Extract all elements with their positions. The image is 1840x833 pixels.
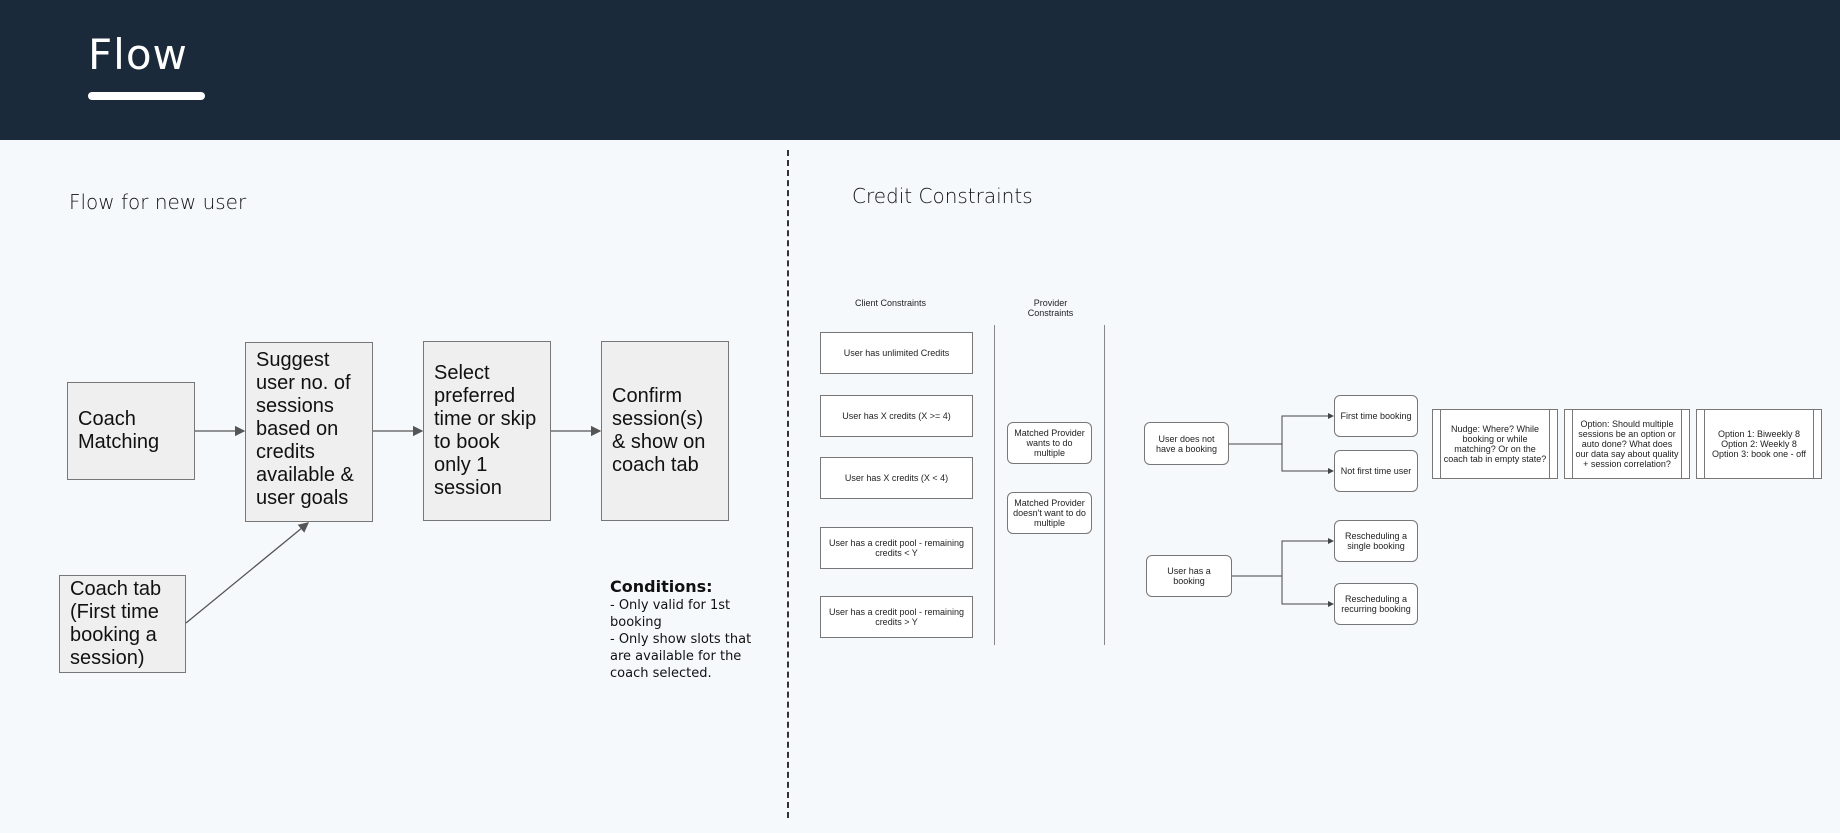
conditions-note: Conditions: - Only valid for 1st booking… [610, 578, 760, 682]
client-constraint-box: User has unlimited Credits [820, 332, 973, 374]
provider-constraints-header: Provider Constraints [1027, 298, 1074, 318]
branch-rescheduling-recurring: Rescheduling a recurring booking [1334, 583, 1418, 625]
suggest-sessions-box: Suggest user no. of sessions based on cr… [245, 342, 373, 522]
condition-line: - Only show slots that are available for… [610, 632, 752, 681]
option-note: Option: Should multiple sessions be an o… [1564, 409, 1690, 479]
client-constraint-box: User has a credit pool - remaining credi… [820, 596, 973, 638]
no-booking-box: User does not have a booking [1144, 422, 1229, 465]
credit-section-title: Credit Constraints [852, 184, 1033, 208]
client-constraints-header: Client Constraints [854, 298, 927, 308]
condition-line: - Only valid for 1st booking [610, 598, 731, 630]
connector-branch-single [1281, 538, 1334, 576]
client-constraint-box: User has X credits (X < 4) [820, 457, 973, 499]
client-constraint-box: User has a credit pool - remaining credi… [820, 527, 973, 569]
arrow-coachtab-to-suggest [185, 522, 310, 624]
options-list-note: Option 1: Biweekly 8 Option 2: Weekly 8 … [1696, 409, 1822, 479]
provider-constraint-box: Matched Provider doesn't want to do mult… [1007, 492, 1092, 534]
has-booking-box: User has a booking [1146, 555, 1232, 597]
page-title: Flow [88, 30, 188, 79]
client-constraint-box: User has X credits (X >= 4) [820, 395, 973, 437]
provider-constraint-box: Matched Provider wants to do multiple [1007, 422, 1092, 464]
branch-first-time-booking: First time booking [1334, 395, 1418, 437]
branch-rescheduling-single: Rescheduling a single booking [1334, 520, 1418, 562]
header-bar: Flow [0, 0, 1840, 140]
nudge-note: Nudge: Where? While booking or while mat… [1432, 409, 1558, 479]
column-separator [994, 325, 995, 645]
confirm-sessions-box: Confirm session(s) & show on coach tab [601, 341, 729, 521]
select-time-box: Select preferred time or skip to book on… [423, 341, 551, 521]
section-divider [787, 150, 789, 818]
title-underline [88, 92, 205, 100]
connector-branch-not-first [1281, 444, 1334, 474]
flow-section-title: Flow for new user [69, 190, 247, 214]
coach-matching-box: Coach Matching [67, 382, 195, 480]
connector-branch-first-time [1281, 413, 1334, 444]
column-separator [1104, 325, 1105, 645]
conditions-heading: Conditions: [610, 577, 713, 596]
branch-not-first-time-user: Not first time user [1334, 450, 1418, 492]
coach-tab-box: Coach tab (First time booking a session) [59, 575, 186, 673]
connector-branch-recurring [1281, 576, 1334, 607]
